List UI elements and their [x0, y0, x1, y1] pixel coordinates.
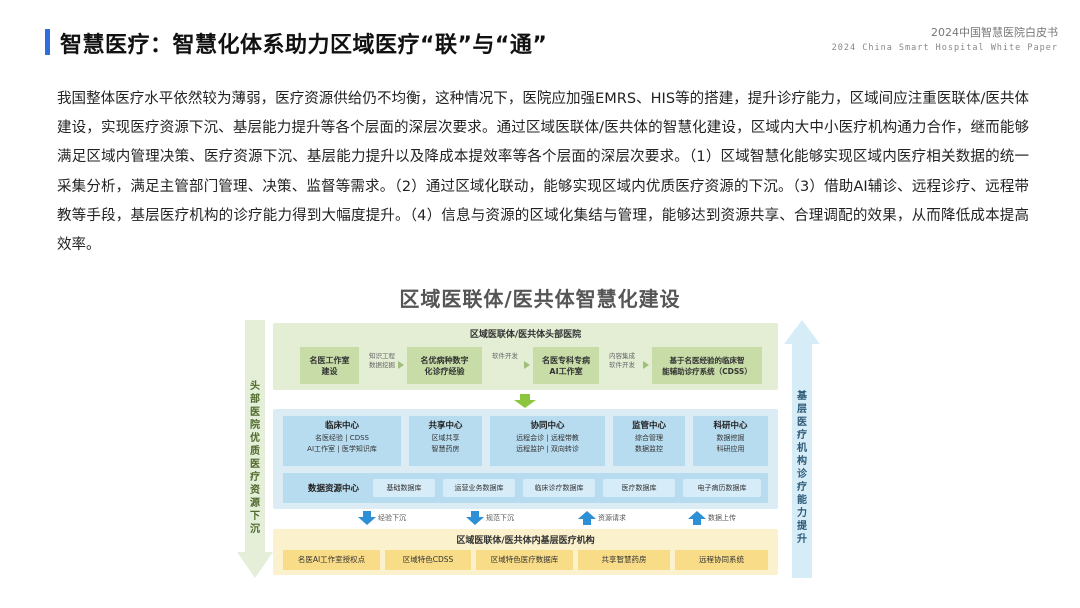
link-label: 软件开发 — [483, 352, 527, 361]
center-row: 数据监控 — [635, 445, 663, 453]
research-center: 科研中心 数据挖掘 科研应用 — [693, 416, 768, 466]
box-line: 名医专科专病 — [542, 355, 590, 365]
data-resource-center: 数据资源中心 基础数据库 运营业务数据库 临床诊疗数据库 医疗数据库 电子病历数… — [283, 473, 768, 503]
sharing-center: 共享中心 区域共享 智慧药房 — [409, 416, 482, 466]
center-row: 智慧药房 — [431, 445, 460, 453]
left-arrow-label: 头部医院优质医疗资源下沉 — [250, 381, 260, 535]
center-row: 名医经验 | CDSS — [315, 434, 369, 442]
database-cylinder: 电子病历数据库 — [683, 479, 761, 497]
link-line: 知识工程 — [369, 352, 395, 360]
database-cylinder: 运营业务数据库 — [443, 479, 515, 497]
flow-resource-request: 资源请求 — [578, 511, 648, 525]
body-paragraph: 我国整体医疗水平依然较为薄弱，医疗资源供给仍不均衡，这种情况下，医院应加强EMR… — [57, 91, 1029, 254]
flow-arrow-icon — [643, 361, 649, 369]
flow-arrow-icon — [398, 361, 404, 369]
flow-data-upload: 数据上传 — [688, 511, 758, 525]
page-title: 智慧医疗：智慧化体系助力区域医疗“联”与“通” — [60, 33, 548, 58]
link-line: 内容集成 — [609, 352, 635, 360]
primary-care-panel: 区域医联体/医共体内基层医疗机构 名医AI工作室授权点 区域特色CDSS 区域特… — [273, 529, 778, 575]
box-line: 名医工作室 — [309, 355, 350, 365]
right-arrow-label: 基层医疗机构诊疗能力提升 — [797, 391, 807, 545]
platform-panel: 临床中心 名医经验 | CDSS AI工作室 | 医学知识库 共享中心 区域共享… — [273, 409, 778, 509]
title-accent-bar — [45, 29, 50, 55]
link-line: 软件开发 — [492, 352, 518, 360]
left-down-arrow: 头部医院优质医疗资源下沉 — [237, 320, 273, 578]
flow-arrow-icon — [524, 361, 530, 369]
flow-experience-down: 经验下沉 — [358, 511, 428, 525]
cdss-box: 基于名医经验的临床智 能辅助诊疗系统（CDSS） — [652, 347, 762, 384]
brand-block: 2024中国智慧医院白皮书 2024 China Smart Hospital … — [832, 24, 1058, 53]
flow-label: 数据上传 — [708, 514, 736, 522]
box-line: 建设 — [321, 366, 338, 376]
center-title: 监管中心 — [631, 421, 666, 431]
center-title: 共享中心 — [428, 421, 463, 431]
database-cylinder: 临床诊疗数据库 — [523, 479, 595, 497]
collaboration-center: 协同中心 远程会诊 | 远程带教 远程监护 | 双向转诊 — [490, 416, 605, 466]
diagram-title: 区域医联体/医共体智慧化建设 — [399, 287, 681, 311]
primary-care-box: 区域特色CDSS — [385, 550, 471, 570]
head-hospital-title: 区域医联体/医共体头部医院 — [469, 330, 582, 340]
flow-label: 资源请求 — [598, 514, 626, 522]
center-row: 综合管理 — [635, 434, 663, 442]
digital-diagnosis-box: 名优病种数字 化诊疗经验 — [407, 347, 482, 384]
flow-label: 规范下沉 — [486, 514, 514, 522]
data-center-title: 数据资源中心 — [308, 484, 360, 494]
primary-care-box: 共享智慧药房 — [578, 550, 670, 570]
link-label: 内容集成 软件开发 — [600, 352, 644, 370]
link-line: 数据挖掘 — [369, 361, 395, 369]
supervision-center: 监管中心 综合管理 数据监控 — [613, 416, 685, 466]
primary-care-box: 名医AI工作室授权点 — [283, 550, 380, 570]
center-row: 区域共享 — [431, 434, 460, 442]
box-line: 基于名医经验的临床智 — [669, 355, 745, 365]
famous-doctor-studio-box: 名医工作室 建设 — [300, 347, 359, 384]
brand-cn: 2024中国智慧医院白皮书 — [931, 26, 1058, 39]
brand-en: 2024 China Smart Hospital White Paper — [831, 43, 1058, 53]
box-line: 名优病种数字 — [420, 355, 469, 365]
box-line: 能辅助诊疗系统（CDSS） — [662, 366, 752, 376]
down-arrow-icon — [358, 511, 376, 525]
database-cylinder: 医疗数据库 — [603, 479, 675, 497]
link-label: 知识工程 数据挖掘 — [360, 352, 404, 370]
center-title: 协同中心 — [530, 421, 565, 431]
center-title: 临床中心 — [324, 421, 359, 431]
center-row: 数据挖掘 — [716, 434, 745, 442]
up-arrow-icon — [688, 511, 706, 525]
down-arrow-icon — [514, 394, 536, 408]
down-arrow-icon — [466, 511, 484, 525]
link-line: 软件开发 — [609, 361, 635, 369]
center-title: 科研中心 — [713, 421, 748, 431]
box-line: 化诊疗经验 — [424, 366, 465, 376]
head-hospital-panel: 区域医联体/医共体头部医院 名医工作室 建设 知识工程 数据挖掘 名优病种数字 … — [273, 323, 778, 390]
clinical-center: 临床中心 名医经验 | CDSS AI工作室 | 医学知识库 — [283, 416, 401, 466]
center-row: 远程会诊 | 远程带教 — [516, 434, 579, 442]
primary-care-box: 远程协同系统 — [675, 550, 768, 570]
center-row: 远程监护 | 双向转诊 — [516, 445, 579, 453]
primary-care-title: 区域医联体/医共体内基层医疗机构 — [456, 536, 595, 546]
center-row: 科研应用 — [716, 445, 745, 453]
up-arrow-icon — [578, 511, 596, 525]
flow-standard-down: 规范下沉 — [466, 511, 536, 525]
right-up-arrow: 基层医疗机构诊疗能力提升 — [784, 320, 820, 578]
flow-label: 经验下沉 — [378, 514, 406, 522]
center-row: AI工作室 | 医学知识库 — [307, 445, 377, 453]
ai-studio-box: 名医专科专病 AI工作室 — [533, 347, 599, 384]
box-line: AI工作室 — [549, 366, 583, 376]
database-cylinder: 基础数据库 — [373, 479, 435, 497]
primary-care-box: 区域特色医疗数据库 — [476, 550, 573, 570]
